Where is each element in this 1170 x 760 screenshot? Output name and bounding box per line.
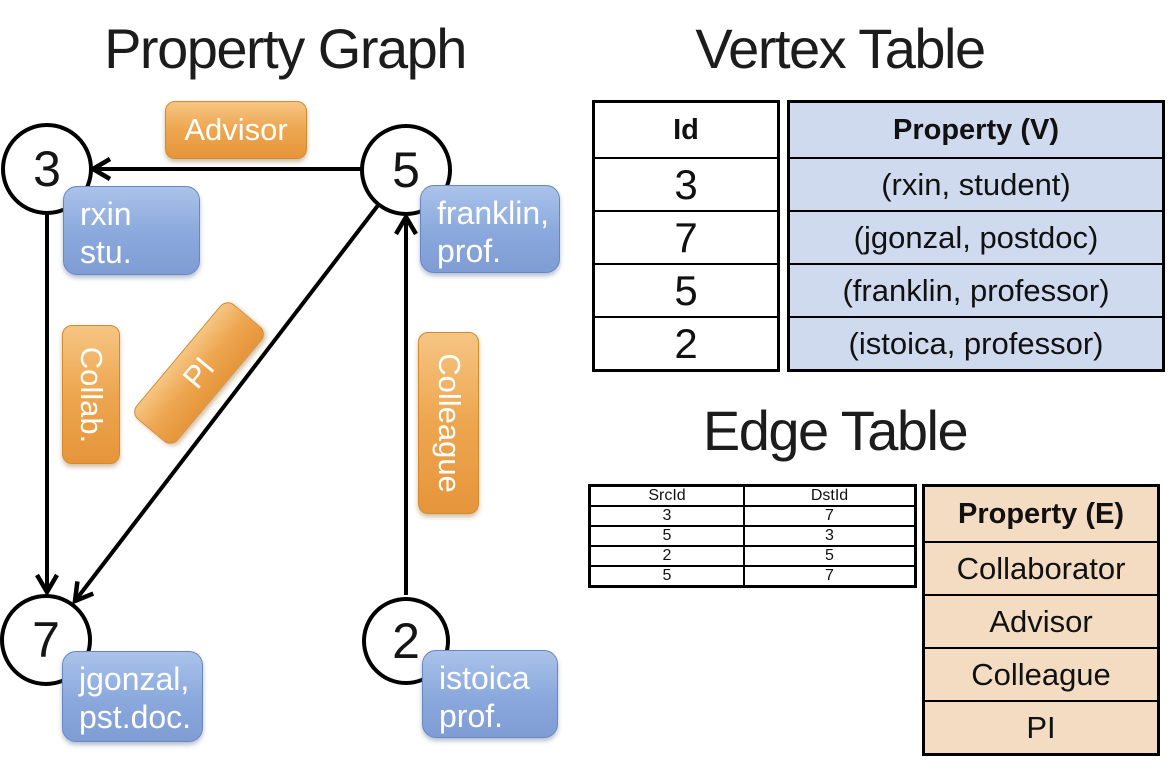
edge-table-header-dstid: DstId xyxy=(743,487,914,505)
table-cell: 2 xyxy=(595,316,777,369)
table-cell: Advisor xyxy=(925,594,1157,647)
edge-pi-arrow xyxy=(72,202,381,605)
edge-label-text: Colleague xyxy=(431,353,467,493)
table-cell: 5 xyxy=(595,263,777,316)
edge-table-id-columns: SrcId DstId 3 7 5 3 2 5 5 7 xyxy=(588,484,917,588)
table-cell: PI xyxy=(925,700,1157,753)
vertex-table-header-property: Property (V) xyxy=(893,113,1059,146)
vertex-property-box-rxin: rxin stu. xyxy=(63,186,200,275)
vertex-table-header-id: Id xyxy=(673,113,699,146)
table-cell: 3 xyxy=(743,527,914,545)
vertex-property-line: pst.doc. xyxy=(79,699,192,735)
vertex-table-id-column: Id 3 7 5 2 xyxy=(592,100,780,372)
table-cell: 5 xyxy=(743,547,914,565)
node-id: 2 xyxy=(392,613,420,669)
node-id: 7 xyxy=(32,612,60,668)
edge-label-colleague: Colleague xyxy=(418,332,479,514)
table-cell: 7 xyxy=(743,507,914,525)
vertex-property-line: stu. xyxy=(80,234,132,270)
table-cell: 5 xyxy=(662,527,672,544)
node-id: 5 xyxy=(392,142,420,198)
edge-label-text: Collab. xyxy=(74,346,109,443)
table-cell: 7 xyxy=(595,210,777,263)
table-cell: Collaborator xyxy=(925,541,1157,594)
vertex-property-box-istoica: istoica prof. xyxy=(422,650,558,738)
table-cell: (istoica, professor) xyxy=(790,316,1162,369)
vertex-property-line: franklin, xyxy=(437,195,550,231)
graph-edge-layer xyxy=(35,157,418,605)
table-cell: (rxin, student) xyxy=(790,157,1162,210)
edge-label-collab: Collab. xyxy=(62,325,120,464)
property-graph-title: Property Graph xyxy=(104,17,467,80)
table-cell: 7 xyxy=(743,567,914,585)
edge-table-title: Edge Table xyxy=(702,399,969,462)
vertex-property-line: prof. xyxy=(439,698,504,734)
node-id: 3 xyxy=(33,141,61,197)
edge-table-property-column: Property (E) Collaborator Advisor Collea… xyxy=(922,484,1160,756)
edge-label-advisor: Advisor xyxy=(165,101,307,159)
edge-table-header-property: Property (E) xyxy=(958,497,1124,530)
table-cell: 3 xyxy=(595,157,777,210)
table-cell: (jgonzal, postdoc) xyxy=(790,210,1162,263)
table-cell: 2 xyxy=(662,547,672,564)
vertex-property-line: jgonzal, xyxy=(79,661,190,697)
edge-label-text: PI xyxy=(175,350,222,396)
vertex-property-box-jgonzal: jgonzal, pst.doc. xyxy=(62,651,203,742)
graph-node-2: 2 xyxy=(362,597,450,685)
table-cell: 3 xyxy=(662,507,672,524)
vertex-table-title: Vertex Table xyxy=(695,17,986,80)
table-cell: 5 xyxy=(662,567,672,584)
vertex-property-line: rxin xyxy=(80,196,132,232)
table-cell: (franklin, professor) xyxy=(790,263,1162,316)
vertex-property-box-franklin: franklin, prof. xyxy=(420,185,560,273)
vertex-table-property-column: Property (V) (rxin, student) (jgonzal, p… xyxy=(787,100,1165,372)
vertex-property-line: prof. xyxy=(437,233,502,269)
edge-table-header-srcid: SrcId xyxy=(648,487,686,504)
edge-label-text: Advisor xyxy=(184,112,288,147)
vertex-property-line: istoica xyxy=(439,660,530,696)
table-cell: Colleague xyxy=(925,647,1157,700)
